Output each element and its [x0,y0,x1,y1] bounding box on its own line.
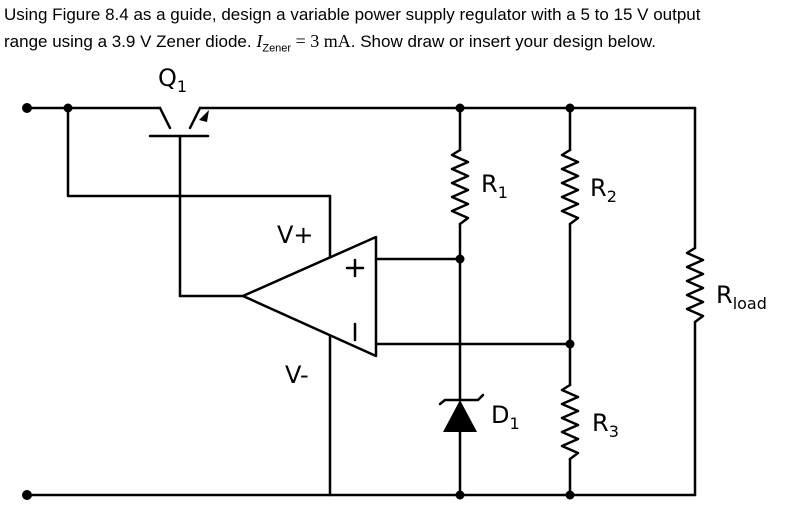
d1-label: D1 [491,401,520,433]
v-minus-label: V- [285,361,309,389]
r1-label: R1 [481,170,508,202]
question-text: Using Figure 8.4 as a guide, design a va… [4,2,794,62]
r2-label: R2 [590,174,617,206]
d1-zener-diode [438,393,485,497]
input-terminal [22,103,32,113]
r3-resistor [560,383,580,497]
rload-label: Rload [716,281,767,313]
q1-transistor [148,106,210,298]
junction-dot [63,103,73,113]
junction-dot [565,339,575,349]
junction-dot [455,490,465,500]
opamp-symbol [241,235,378,358]
question-line-2: range using a 3.9 V Zener diode. IZener … [4,28,794,62]
i-zener-symbol: IZener = 3 mA [256,31,351,55]
junction-dot [565,103,575,113]
r3-label: R3 [592,409,619,441]
collector-feed-wire [66,106,332,198]
r1-resistor [450,106,470,402]
question-line-1: Using Figure 8.4 as a guide, design a va… [4,5,701,24]
junction-dot [565,490,575,500]
q1-label: Q1 [158,64,187,96]
ground-terminal [22,490,32,500]
question-line-2-start: range using a 3.9 V Zener diode. [4,32,257,51]
question-line-2-end: . Show draw or insert your design below. [350,32,656,51]
r2-resistor [560,106,580,387]
junction-dot [455,103,465,113]
d1-triangle [443,400,477,432]
rload-resistor [685,106,705,497]
v-plus-label: V+ [277,221,314,249]
q1-emitter-arrow [199,110,209,122]
junction-dot [455,254,465,264]
